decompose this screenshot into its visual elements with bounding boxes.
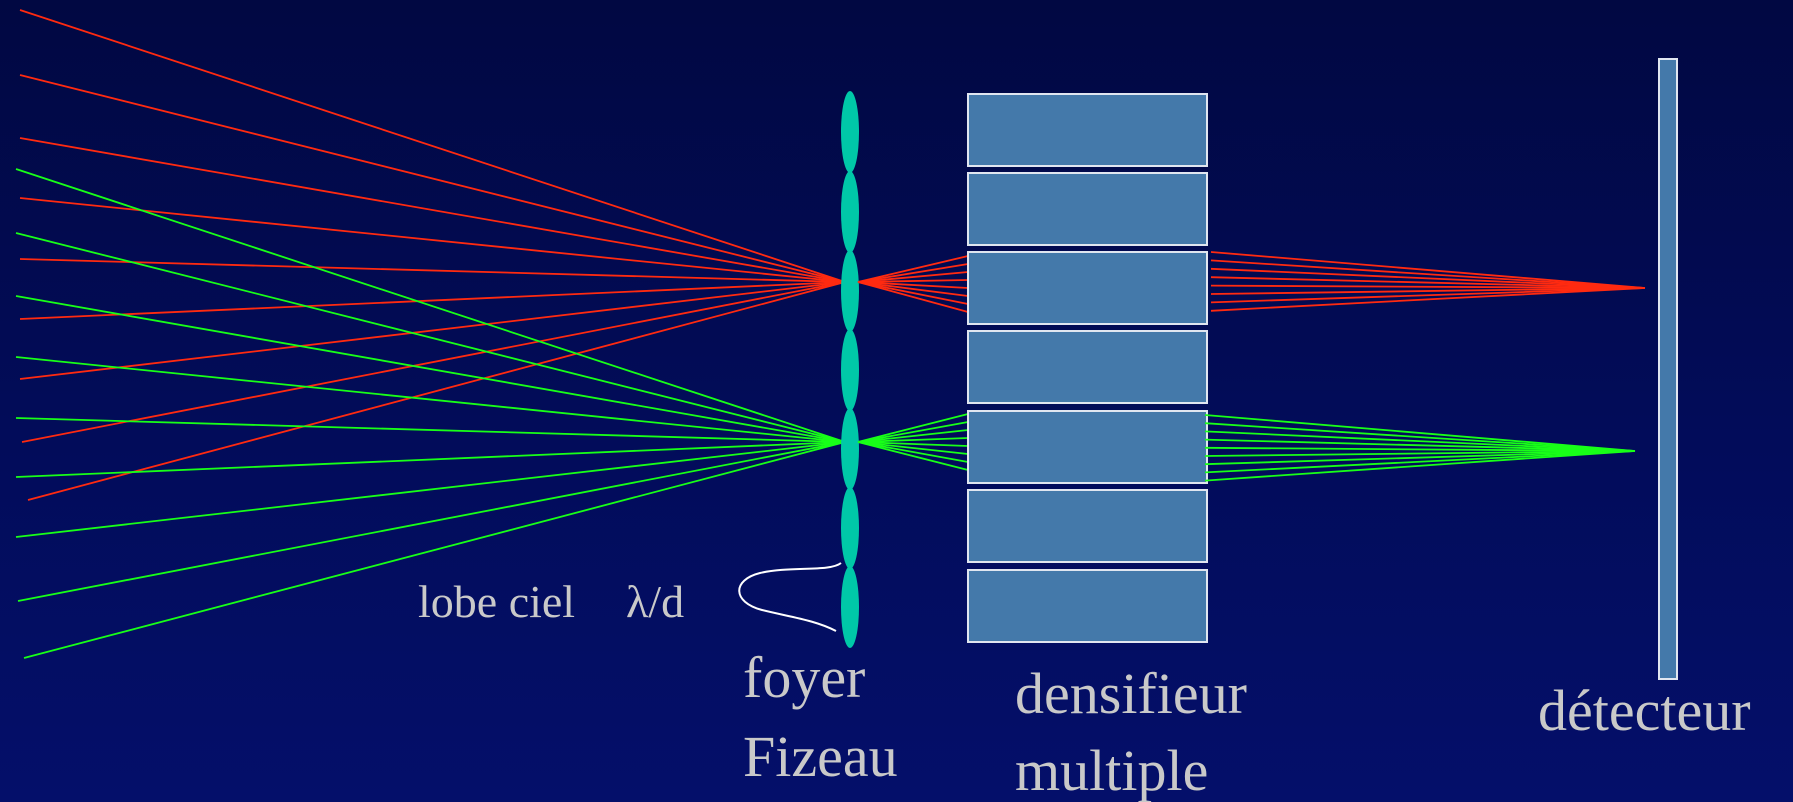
lambda-over-d-label: λ/d — [626, 576, 684, 627]
densifier-block — [967, 172, 1208, 246]
green-diverging-ray — [857, 441, 969, 463]
red-diverging-ray — [857, 271, 969, 283]
densifier-block — [967, 569, 1208, 643]
green-diverging-ray — [857, 437, 969, 443]
red-incoming-rays — [19, 9, 846, 501]
green-incoming-ray — [15, 441, 846, 538]
green-diverging-ray — [857, 441, 969, 447]
green-incoming-ray — [23, 441, 846, 659]
lens-element — [841, 171, 859, 253]
densifier-block-stack — [967, 93, 1208, 643]
green-incoming-rays — [15, 168, 846, 659]
red-incoming-ray — [19, 281, 846, 380]
sky-lobe-curve — [738, 562, 842, 632]
red-incoming-ray — [27, 281, 846, 501]
green-incoming-ray — [15, 232, 846, 443]
green-output-ray — [1204, 438, 1636, 452]
red-incoming-ray — [19, 281, 846, 320]
fizeau-lens-array — [841, 91, 859, 648]
red-diverging-ray — [857, 281, 969, 313]
red-diverging-rays — [857, 255, 969, 313]
fizeau-focus-label-line1: foyer — [743, 645, 865, 710]
detector-label: détecteur — [1538, 678, 1751, 743]
lens-element — [841, 487, 859, 569]
red-output-ray — [1210, 251, 1646, 289]
green-diverging-ray — [857, 441, 969, 471]
densifier-block — [967, 251, 1208, 325]
red-diverging-ray — [857, 263, 969, 283]
lens-element — [841, 329, 859, 411]
green-incoming-ray — [15, 356, 846, 443]
red-output-ray — [1210, 259, 1646, 289]
red-diverging-ray — [857, 279, 969, 283]
densifier-label-line2: multiple — [1015, 738, 1208, 802]
red-output-ray — [1210, 287, 1646, 295]
fizeau-focus-label-line2: Fizeau — [743, 724, 898, 789]
green-diverging-rays — [857, 413, 969, 471]
densifier-block — [967, 410, 1208, 484]
green-incoming-ray — [15, 417, 846, 443]
sky-lobe-label: lobe ciel — [418, 576, 575, 627]
red-output-ray — [1210, 284, 1646, 289]
red-diverging-ray — [857, 281, 969, 305]
lens-element — [841, 408, 859, 490]
red-incoming-ray — [19, 197, 846, 283]
green-output-ray — [1204, 450, 1636, 457]
lens-element — [841, 250, 859, 332]
red-diverging-ray — [857, 255, 969, 283]
red-output-beam — [1210, 251, 1646, 312]
green-incoming-ray — [17, 441, 846, 602]
red-incoming-ray — [19, 137, 846, 283]
red-incoming-ray — [19, 9, 846, 283]
densifier-label-line1: densifieur — [1015, 661, 1247, 726]
green-incoming-ray — [15, 168, 846, 443]
red-output-ray — [1210, 287, 1646, 312]
densifier-block — [967, 330, 1208, 404]
lens-element — [841, 91, 859, 173]
green-incoming-ray — [15, 295, 846, 443]
green-output-ray — [1204, 414, 1636, 452]
red-incoming-ray — [19, 258, 846, 283]
red-output-ray — [1210, 287, 1646, 304]
red-output-ray — [1210, 267, 1646, 289]
green-diverging-ray — [857, 429, 969, 443]
green-output-ray — [1204, 450, 1636, 466]
red-incoming-ray — [19, 74, 846, 283]
green-output-ray — [1204, 450, 1636, 474]
red-diverging-ray — [857, 281, 969, 297]
green-output-beam — [1204, 414, 1636, 482]
green-diverging-ray — [857, 413, 969, 443]
densifier-block — [967, 489, 1208, 563]
lens-element — [841, 566, 859, 648]
green-output-ray — [1204, 422, 1636, 452]
green-output-ray — [1204, 446, 1636, 452]
green-incoming-ray — [15, 441, 846, 478]
green-diverging-ray — [857, 441, 969, 455]
green-output-ray — [1204, 450, 1636, 482]
green-output-ray — [1204, 430, 1636, 452]
red-diverging-ray — [857, 281, 969, 289]
green-diverging-ray — [857, 421, 969, 443]
red-output-ray — [1210, 276, 1646, 289]
detector-bar — [1658, 58, 1678, 680]
red-incoming-ray — [21, 281, 846, 443]
densifier-block — [967, 93, 1208, 167]
